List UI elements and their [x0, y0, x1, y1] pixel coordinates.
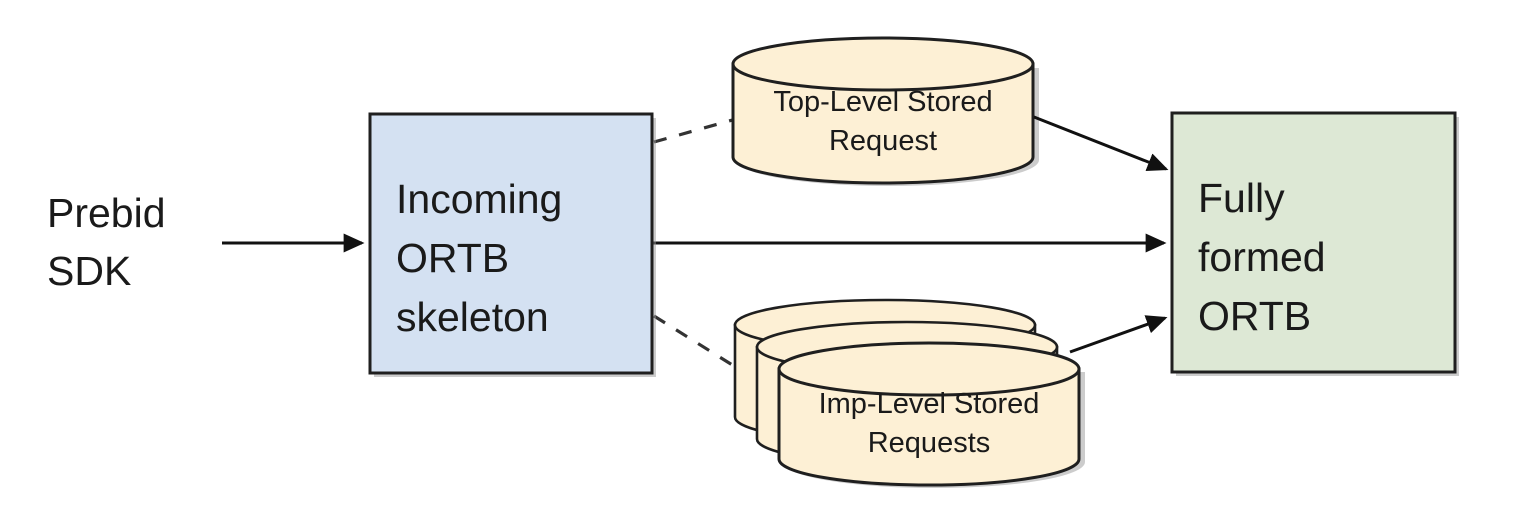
incoming-ortb-skeleton[interactable]: Incoming ORTB skeleton [368, 112, 656, 377]
edge-incoming-to-top-level-store [653, 117, 737, 144]
fully-formed-ortb-label-line3: ORTB [1198, 293, 1311, 339]
imp-level-stored-requests[interactable]: Imp-Level Stored Requests [733, 298, 1085, 488]
prebid-sdk: Prebid SDK [47, 190, 166, 294]
prebid-sdk-label-line2: SDK [47, 248, 131, 294]
incoming-ortb-skeleton-label-line1: Incoming [396, 176, 562, 222]
imp-level-cylinder-front [777, 341, 1085, 488]
incoming-ortb-skeleton-label-line3: skeleton [396, 294, 549, 340]
fully-formed-ortb[interactable]: Fully formed ORTB [1170, 111, 1459, 376]
top-level-stored-request-label-line2: Request [829, 125, 937, 157]
fully-formed-ortb-label-line1: Fully [1198, 175, 1285, 221]
edge-incoming-to-imp-level-store [653, 314, 735, 368]
incoming-ortb-skeleton-label-line2: ORTB [396, 235, 509, 281]
edge-imp-level-store-to-output [1069, 315, 1168, 354]
imp-level-stored-requests-label-line2: Requests [868, 427, 991, 459]
prebid-sdk-label-line1: Prebid [47, 190, 166, 236]
imp-level-stored-requests-label-line1: Imp-Level Stored [819, 388, 1040, 420]
edge-top-level-store-to-output [1033, 115, 1169, 172]
top-level-stored-request[interactable]: Top-Level Stored Request [731, 36, 1039, 186]
top-level-stored-request-label-line1: Top-Level Stored [773, 86, 992, 118]
fully-formed-ortb-label-line2: formed [1198, 234, 1326, 280]
